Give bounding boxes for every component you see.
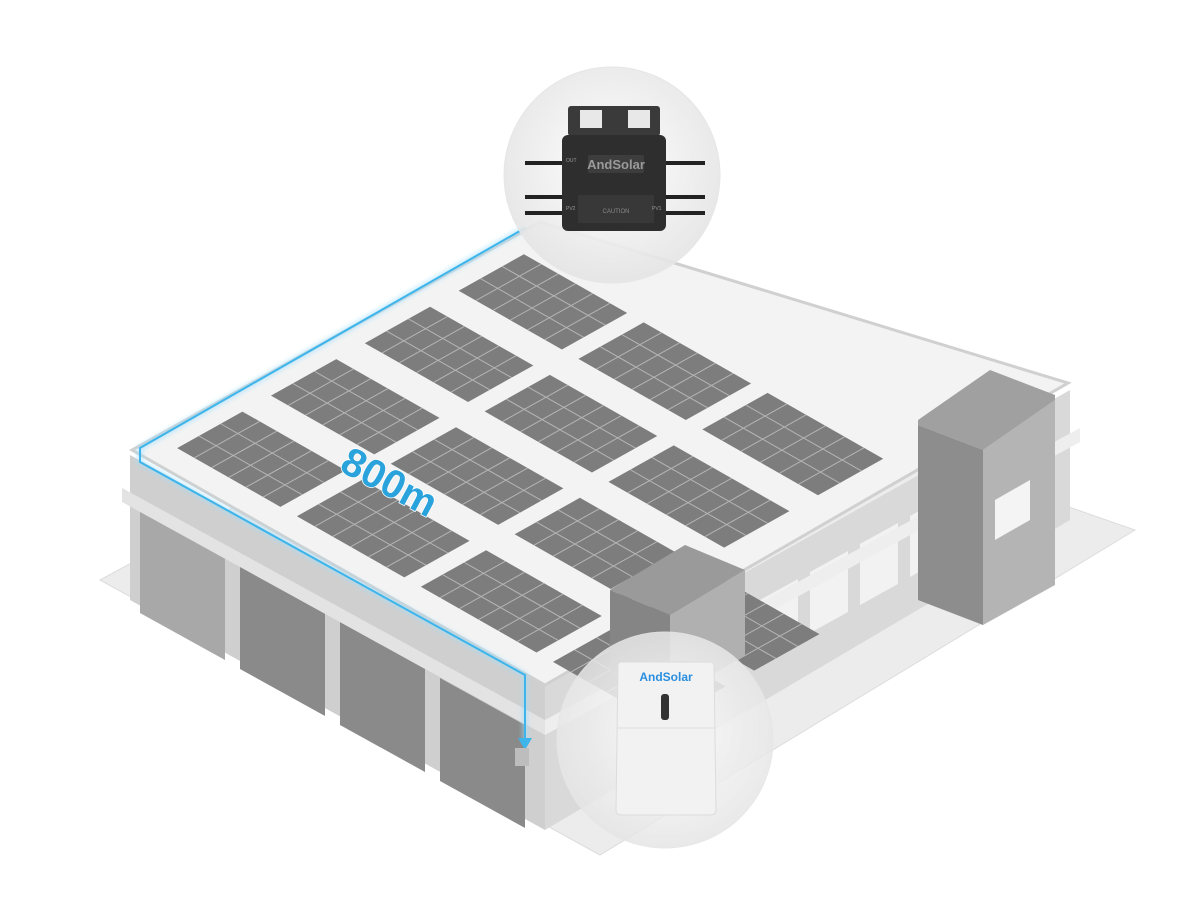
warning-label: CAUTION xyxy=(603,209,630,215)
port-pv1-label: PV1 xyxy=(652,206,662,212)
parapet-band xyxy=(122,488,545,735)
port-pv2-label: PV2 xyxy=(566,206,576,212)
gateway-device xyxy=(615,661,717,816)
cables-icon xyxy=(525,161,705,215)
status-led-icon xyxy=(661,694,669,720)
window xyxy=(440,678,525,828)
junction-box xyxy=(515,748,529,766)
solar-panel-array xyxy=(177,254,884,724)
window xyxy=(240,566,325,716)
window xyxy=(140,510,225,660)
port-out-label: OUT xyxy=(566,158,577,164)
stair-tower xyxy=(918,370,1055,625)
microinverter-callout: AndSolar CAUTION OUT PV2 PV1 xyxy=(503,66,721,284)
window xyxy=(340,622,425,772)
gateway-callout: AndSolar xyxy=(556,631,774,849)
storefront-windows xyxy=(140,510,525,828)
gateway-brand: AndSolar xyxy=(639,670,693,684)
cable-route xyxy=(137,225,532,766)
microinverter-brand: AndSolar xyxy=(587,157,645,172)
cable-arrow-icon xyxy=(518,738,532,750)
